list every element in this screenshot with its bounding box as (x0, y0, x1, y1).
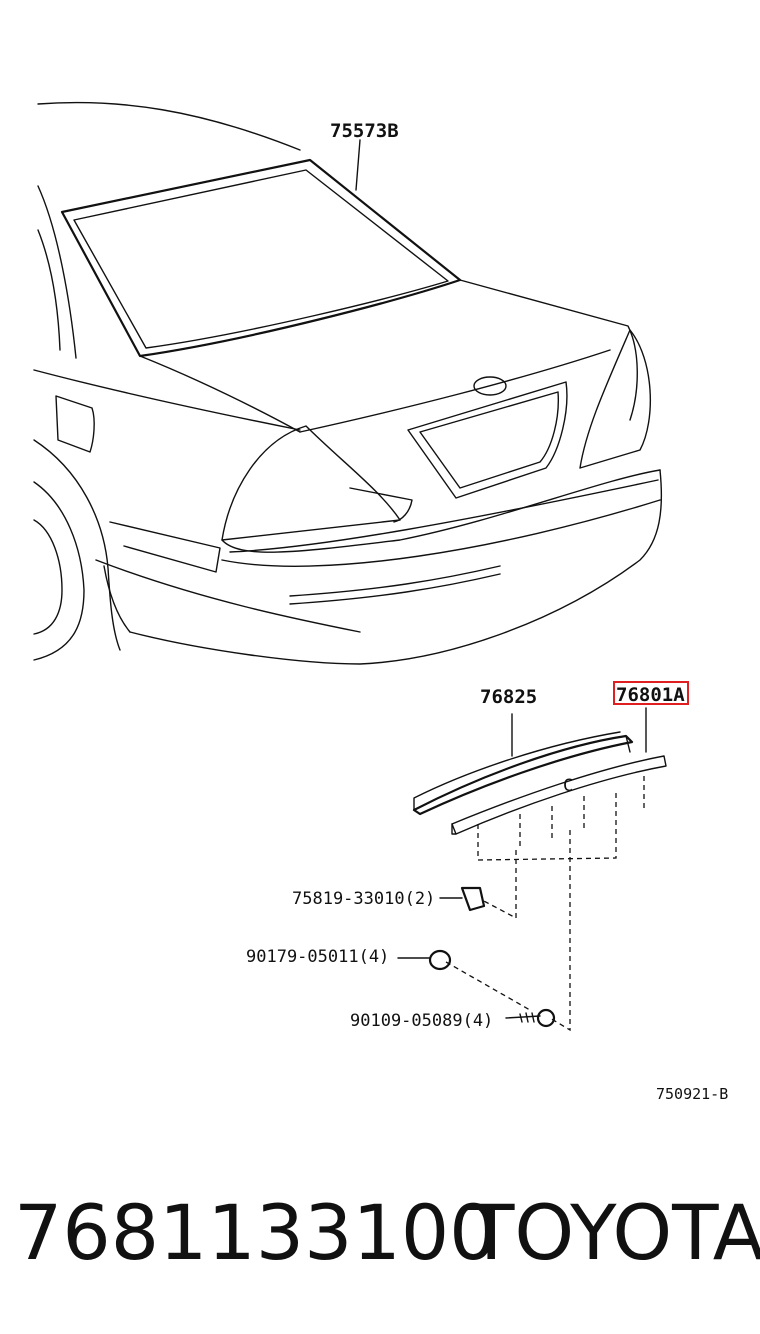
label-panel-letter: C (563, 776, 573, 796)
label-screw: 90109-05089(4) (350, 1011, 493, 1031)
label-clip: 75819-33010(2) (292, 889, 435, 909)
garnish-assembly-drawing (397, 707, 667, 1032)
label-weatherstrip: 75573B (330, 120, 399, 142)
caption-bar: 7681133100 TOYOTA (0, 1188, 760, 1288)
highlight-box (613, 681, 689, 705)
figure-reference: 750921-B (656, 1085, 728, 1103)
label-garnish-assy: 76801A (616, 684, 685, 706)
label-garnish-molding: 76825 (480, 686, 537, 708)
part-number: 7681133100 (14, 1188, 498, 1277)
brand-name: TOYOTA (468, 1188, 760, 1277)
label-nut: 90179-05011(4) (246, 947, 389, 967)
car-body-drawing (33, 101, 663, 665)
